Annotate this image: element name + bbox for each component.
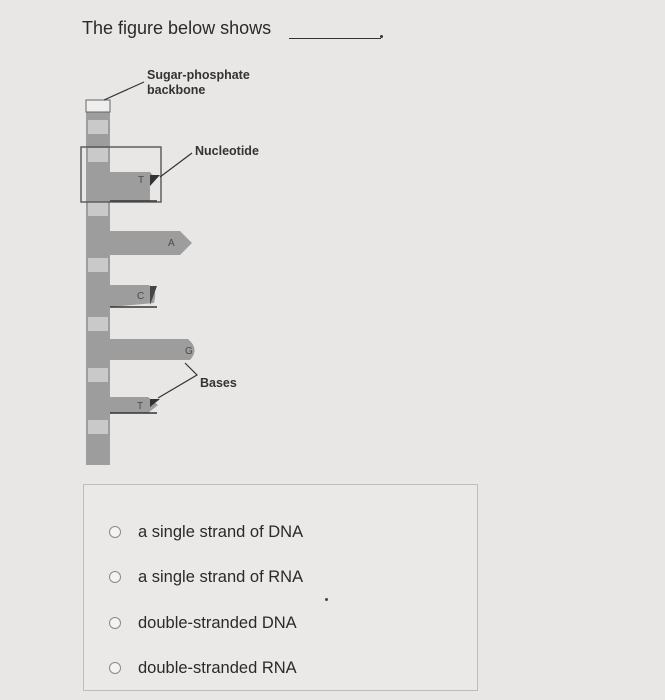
backbone-pointer bbox=[103, 81, 145, 101]
radio-button[interactable] bbox=[109, 662, 121, 674]
option-double-stranded-dna[interactable]: double-stranded DNA bbox=[109, 611, 297, 635]
option-double-stranded-rna[interactable]: double-stranded RNA bbox=[109, 656, 297, 680]
question-period bbox=[380, 35, 383, 38]
question-text: The figure below shows bbox=[82, 18, 272, 38]
base-t-2-edge bbox=[150, 399, 160, 407]
radio-button[interactable] bbox=[109, 571, 121, 583]
base-a bbox=[110, 231, 192, 255]
backbone-label-line2: backbone bbox=[147, 83, 206, 97]
base-c bbox=[110, 285, 156, 307]
base-t-1 bbox=[110, 172, 156, 201]
radio-button[interactable] bbox=[109, 526, 121, 538]
base-letter-g: G bbox=[185, 346, 193, 357]
base-c-edge bbox=[150, 286, 157, 305]
base-letter-c: C bbox=[137, 291, 144, 302]
nucleotide-box bbox=[80, 146, 162, 203]
backbone-label-line1: Sugar-phosphate bbox=[147, 68, 250, 82]
stray-dot bbox=[325, 598, 328, 601]
option-label: a single strand of RNA bbox=[138, 567, 304, 586]
answer-blank bbox=[289, 38, 381, 39]
option-label: double-stranded RNA bbox=[138, 658, 297, 677]
base-g bbox=[110, 339, 195, 360]
nucleotide-pointer bbox=[159, 152, 193, 178]
base-letter-t2: T bbox=[137, 401, 143, 412]
answer-options-box: a single strand of DNA a single strand o… bbox=[83, 484, 478, 691]
base-letter-t1: T bbox=[138, 175, 144, 186]
sugar-segments bbox=[85, 99, 111, 434]
base-t-2 bbox=[110, 397, 158, 413]
dna-strand-figure: T A C G T Sugar-phosphate backbone Nucle… bbox=[0, 55, 300, 480]
bases-label: Bases bbox=[200, 376, 237, 390]
bases-pointer bbox=[157, 362, 198, 399]
radio-button[interactable] bbox=[109, 617, 121, 629]
option-single-strand-dna[interactable]: a single strand of DNA bbox=[109, 520, 303, 544]
option-single-strand-rna[interactable]: a single strand of RNA bbox=[109, 565, 303, 589]
option-label: a single strand of DNA bbox=[138, 522, 304, 541]
nucleotide-label: Nucleotide bbox=[195, 144, 259, 158]
strand-diagram: T A C G T bbox=[80, 81, 198, 465]
base-letter-a: A bbox=[168, 238, 175, 249]
option-label: double-stranded DNA bbox=[138, 613, 297, 632]
base-t-1-edge bbox=[150, 175, 160, 186]
backbone-label: Sugar-phosphate backbone bbox=[147, 68, 250, 98]
